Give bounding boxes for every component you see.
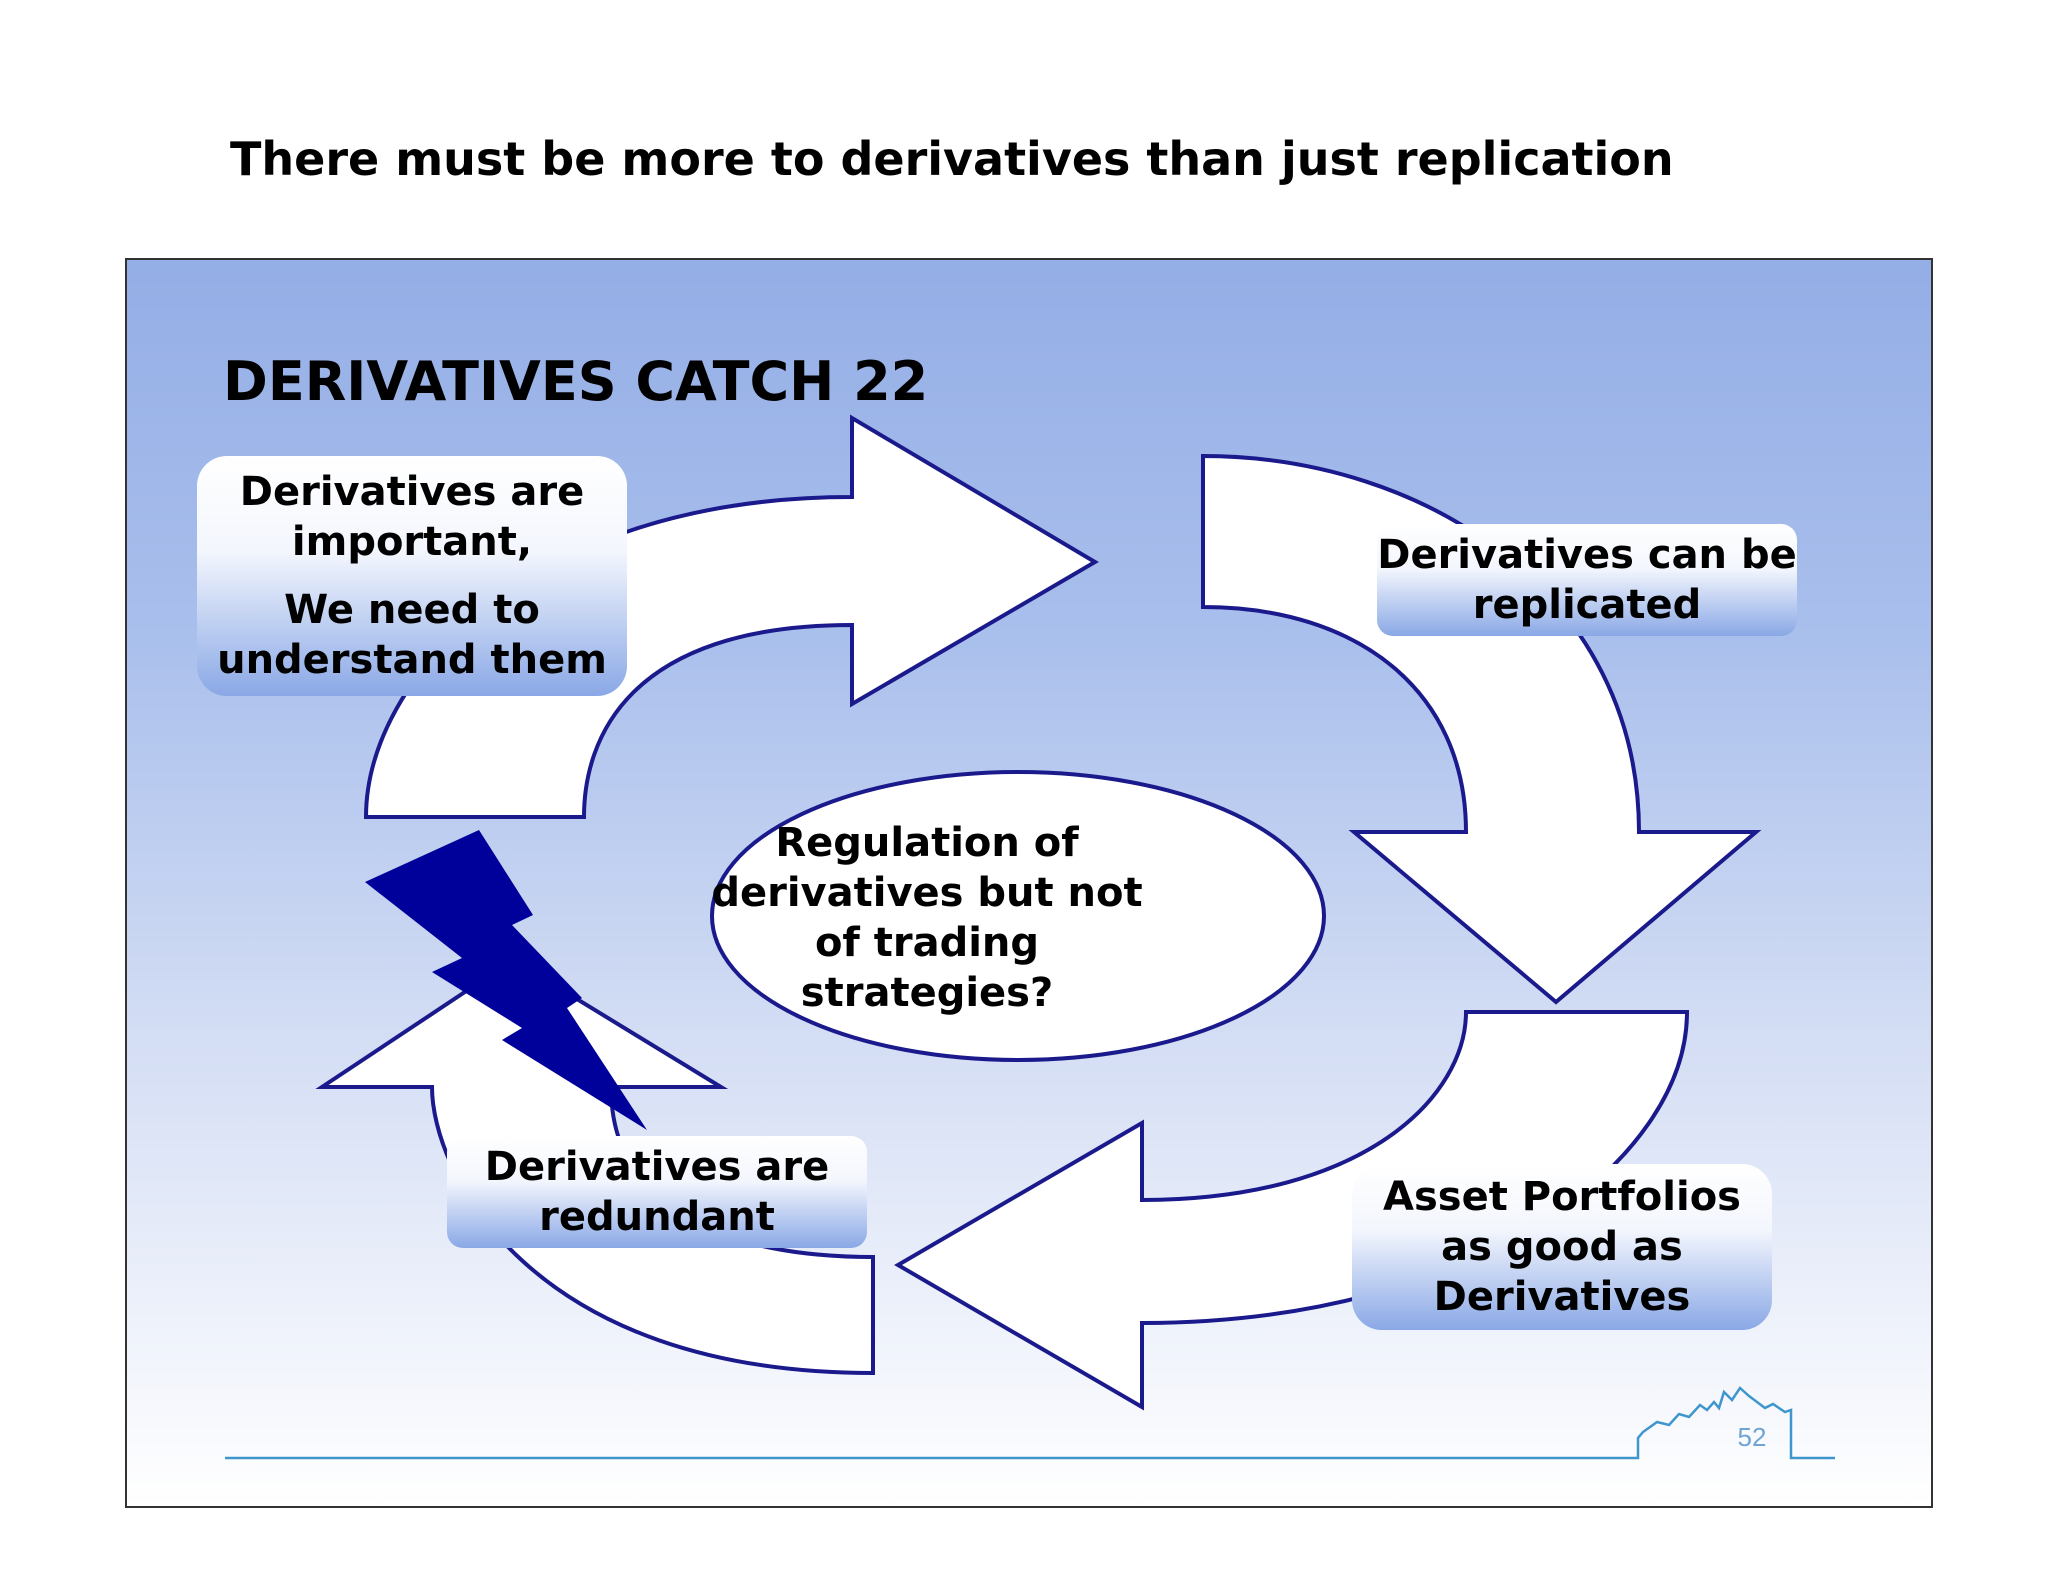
box-derivatives-redundant: Derivatives are redundant xyxy=(447,1136,867,1248)
center-question: Regulation of derivatives but not of tra… xyxy=(711,820,1143,1016)
arrow-right xyxy=(1201,453,1762,1005)
box-asset-portfolios: Asset Portfolios as good as Derivatives xyxy=(1352,1164,1772,1330)
lightning-bolt-icon xyxy=(365,830,647,1130)
box-important-line2: We need to understand them xyxy=(217,587,607,683)
diagram-title: DERIVATIVES CATCH 22 xyxy=(223,350,929,413)
arrow-bottom xyxy=(894,1010,1690,1411)
box-derivatives-replicated: Derivatives can be replicated xyxy=(1377,524,1797,636)
center-ellipse xyxy=(710,770,1326,1062)
box-derivatives-important: Derivatives are important, We need to un… xyxy=(197,456,627,696)
page-number: 52 xyxy=(1737,1422,1767,1452)
slide-panel: DERIVATIVES CATCH 22 Derivatives are imp… xyxy=(125,258,1933,1508)
page-title: There must be more to derivatives than j… xyxy=(230,132,1674,186)
footer-skyline-line xyxy=(225,1386,1835,1460)
box-important-line1: Derivatives are important, xyxy=(239,469,585,565)
